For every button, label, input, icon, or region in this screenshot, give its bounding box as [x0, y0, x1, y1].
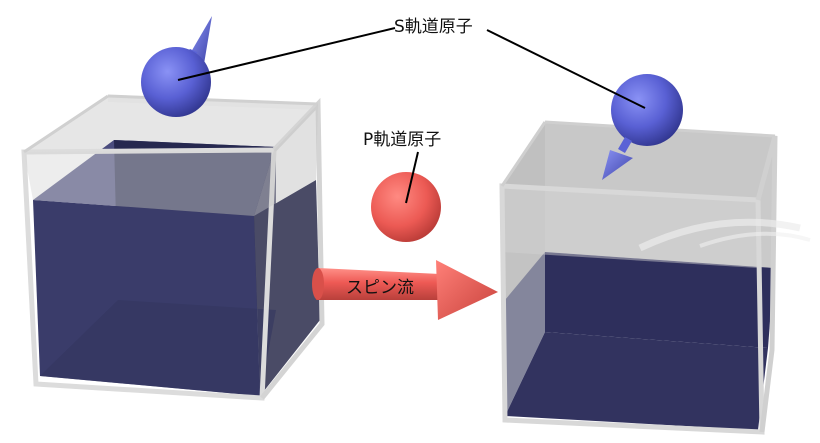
- right-liquid-floor: [505, 332, 768, 430]
- arrow-shaft-end: [312, 268, 324, 300]
- s-atom-left: [141, 16, 212, 117]
- s-label-leader-left: [177, 27, 396, 81]
- right-glass-top-left-edge: [500, 121, 547, 187]
- s-label-leader-right: [486, 29, 646, 109]
- right-liquid-left: [505, 252, 545, 416]
- arrow-head: [436, 260, 498, 320]
- left-glass-top-back-edge: [107, 94, 319, 106]
- spin-down-arrow-cone: [602, 150, 633, 180]
- p-orbital-atom-label: P軌道原子: [363, 130, 442, 150]
- s-orbital-atom-label: S軌道原子: [394, 17, 473, 37]
- arrow-shaft: [316, 268, 440, 300]
- right-container: [499, 120, 811, 435]
- spin-current-arrow: [312, 260, 498, 320]
- right-glass-front-upper: [502, 186, 758, 268]
- right-glass-reflection-2: [699, 231, 811, 248]
- left-container: [21, 94, 325, 401]
- left-glass-right-upper: [254, 104, 318, 216]
- left-glass-top: [24, 96, 318, 152]
- left-liquid-floor: [40, 300, 276, 396]
- right-glass-right-frame: [755, 135, 778, 433]
- p-label-leader: [405, 151, 419, 204]
- p-atom-sphere: [371, 172, 441, 242]
- s-atom-sphere-right: [611, 74, 683, 146]
- left-glass-top-left-edge: [23, 94, 109, 154]
- right-glass-reflection: [638, 218, 801, 252]
- spin-current-label: スピン流: [346, 278, 414, 298]
- s-atom-right: [602, 74, 683, 180]
- spin-down-arrow-stem: [618, 136, 632, 154]
- left-glass-upper-band: [24, 150, 274, 216]
- right-liquid-back: [545, 252, 774, 348]
- s-atom-sphere-left: [141, 47, 211, 117]
